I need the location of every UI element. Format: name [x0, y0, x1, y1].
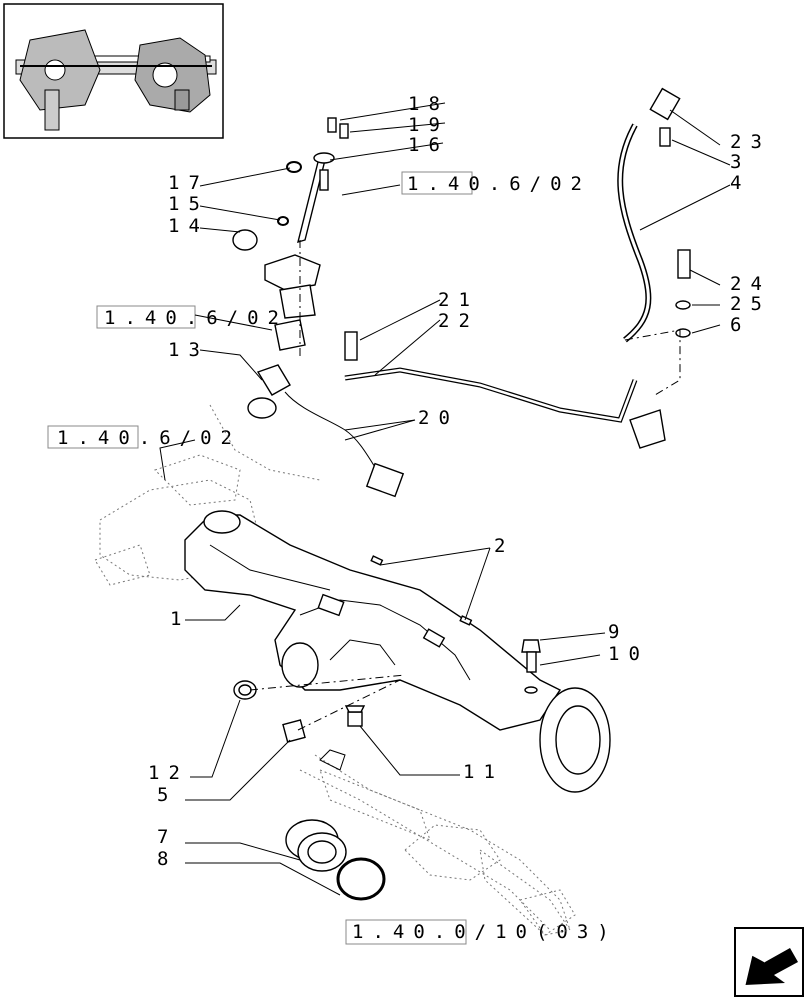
callout-5: 5: [157, 784, 177, 806]
ghost-context-outline: [94, 404, 576, 936]
callout-25: 25: [730, 293, 771, 315]
callout-20: 20: [418, 407, 459, 429]
callout-14: 14: [168, 215, 209, 237]
o-ring-8[interactable]: [336, 857, 386, 901]
next-page-arrow-icon[interactable]: [734, 927, 804, 997]
callout-4: 4: [730, 172, 750, 194]
callout-11: 11: [463, 761, 504, 783]
pipe-22[interactable]: [344, 367, 666, 449]
callout-13: 13: [168, 339, 209, 361]
callout-1: 1: [170, 608, 190, 630]
reference-box-middle-left[interactable]: 1.40.6/02: [96, 305, 288, 329]
plug-5[interactable]: [282, 719, 306, 743]
bolt-24[interactable]: [677, 249, 691, 279]
callout-3: 3: [730, 151, 750, 173]
hose-4[interactable]: [617, 87, 681, 343]
callout-23: 23: [730, 131, 771, 153]
callout-15: 15: [168, 193, 209, 215]
callout-16: 16: [408, 134, 449, 156]
reference-box-bottom[interactable]: 1.40.0/10(03): [345, 919, 618, 945]
bush-14[interactable]: [232, 229, 258, 251]
o-ring-17[interactable]: [286, 161, 302, 173]
axle-assembly-thumbnail[interactable]: [3, 3, 224, 139]
callout-7: 7: [157, 826, 177, 848]
callout-24: 24: [730, 273, 771, 295]
sensor-rod-16[interactable]: [297, 152, 335, 244]
callout-19: 19: [408, 114, 449, 136]
callout-8: 8: [157, 848, 177, 870]
callout-9: 9: [608, 621, 628, 643]
screws-18-19[interactable]: [327, 117, 349, 139]
wiring-harness-20[interactable]: [284, 391, 405, 498]
leader-lines: [159, 102, 731, 896]
washers-25-6[interactable]: [675, 300, 691, 338]
callout-2: 2: [494, 535, 514, 557]
seal-ring-12[interactable]: [233, 680, 257, 700]
drive-shaft: [319, 749, 571, 936]
reference-label: 1.40.6/02: [104, 307, 288, 329]
callout-22: 22: [438, 310, 479, 332]
bearing-stack: [264, 240, 321, 360]
callout-21: 21: [438, 289, 479, 311]
callout-6: 6: [730, 314, 750, 336]
dowel-pins[interactable]: [370, 555, 473, 626]
reference-box-lower-left[interactable]: 1.40.6/02: [47, 425, 241, 449]
callout-18: 18: [408, 93, 449, 115]
callout-17: 17: [168, 172, 209, 194]
plug-and-washer[interactable]: [521, 639, 541, 694]
bolt-21[interactable]: [344, 331, 358, 361]
o-ring-15[interactable]: [277, 216, 289, 226]
callout-10: 10: [608, 643, 649, 665]
reference-label: 1.40.6/02: [407, 173, 591, 195]
bolt-3[interactable]: [659, 127, 671, 147]
reference-label: 1.40.6/02: [57, 427, 241, 449]
seal-7[interactable]: [285, 819, 347, 872]
reference-label: 1.40.0/10(03): [352, 921, 618, 943]
reference-box-upper-right[interactable]: 1.40.6/02: [401, 171, 591, 195]
callout-12: 12: [148, 762, 189, 784]
axle-housing[interactable]: [184, 510, 611, 793]
sensor-13[interactable]: [247, 364, 291, 419]
callout-labels: 18 19 16 17 15 14 13 21 22 20 23 3 4 24 …: [148, 93, 771, 870]
plug-11[interactable]: [344, 705, 366, 727]
